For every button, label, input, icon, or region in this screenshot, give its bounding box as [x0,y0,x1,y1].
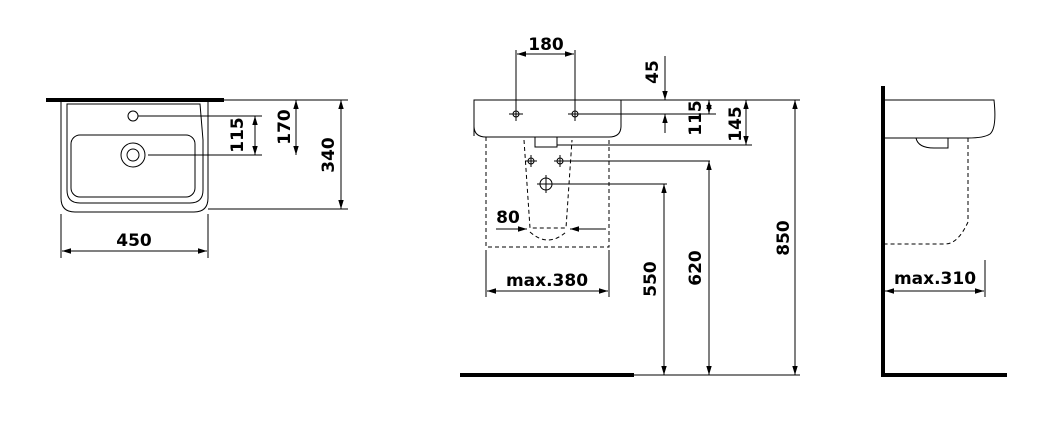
basin-front-outline [473,99,622,138]
top-view: 115 170 340 450 [46,98,348,258]
drain-outer-icon [120,142,146,168]
basin-side-outline [885,99,996,139]
dim-550: 550 [641,261,661,297]
drain-inner-icon [126,148,140,162]
siphon-block [534,136,558,148]
pedestal-side-outline [885,138,969,245]
tap-hole-icon [127,110,139,122]
fixing-hole-pedestal-left-icon [525,155,537,167]
dim-620: 620 [686,250,706,286]
fixing-hole-left-icon [509,107,523,121]
siphon-side [915,137,949,149]
dim-170: 170 [275,109,295,145]
dim-80: 80 [496,208,520,228]
dim-450: 450 [116,231,152,251]
dim-115-top: 115 [228,117,248,153]
pedestal-envelope [485,137,610,248]
dim-45: 45 [643,60,663,84]
wall-and-floor [881,86,1007,377]
dim-145: 145 [726,106,746,142]
dim-max-310: max.310 [894,269,976,289]
front-view: 180 45 115 145 850 620 550 80 max.380 [460,35,800,377]
dim-max-380: max.380 [506,271,588,291]
side-view: max.310 [881,86,1007,377]
basin-bowl [70,134,196,198]
dim-115-front: 115 [686,100,706,136]
dim-850: 850 [774,220,794,256]
dim-180: 180 [528,35,564,55]
dim-340: 340 [319,137,339,173]
basin-outline [60,101,209,213]
fixing-hole-right-icon [568,107,582,121]
fixing-hole-pedestal-right-icon [554,155,566,167]
basin-rim [66,103,204,204]
pedestal-base [529,231,567,241]
